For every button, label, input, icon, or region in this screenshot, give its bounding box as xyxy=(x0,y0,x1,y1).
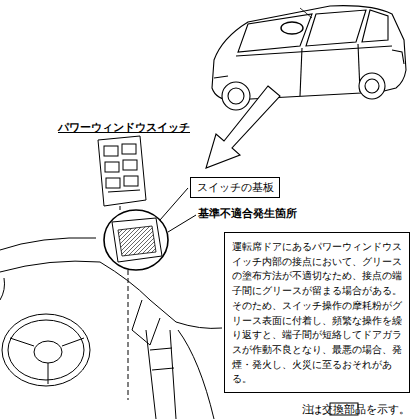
power-window-switch xyxy=(98,136,146,206)
leader-line xyxy=(168,215,196,232)
switch-board xyxy=(104,210,168,270)
note-text: は交換部品を示す。 xyxy=(311,403,410,417)
description-box: 運転席ドアにあるパワーウィンドウスイッチ内部の接点において、グリースの塗布方法が… xyxy=(224,232,410,393)
dashed-line xyxy=(120,206,128,400)
part-name: パワーウィンドウスイッチ xyxy=(58,121,190,135)
car-illustration xyxy=(212,6,406,110)
location-label: 基準不適合発生箇所 xyxy=(198,206,297,221)
dashboard-illustration xyxy=(0,238,222,419)
description-text: 運転席ドアにあるパワーウィンドウスイッチ内部の接点において、グリースの塗布方法が… xyxy=(232,239,402,386)
part-label-box: スイッチの基板 xyxy=(190,177,280,198)
pointer-arrow xyxy=(206,86,280,168)
part-name: スイッチの基板 xyxy=(195,181,275,194)
leader-line xyxy=(160,188,188,220)
